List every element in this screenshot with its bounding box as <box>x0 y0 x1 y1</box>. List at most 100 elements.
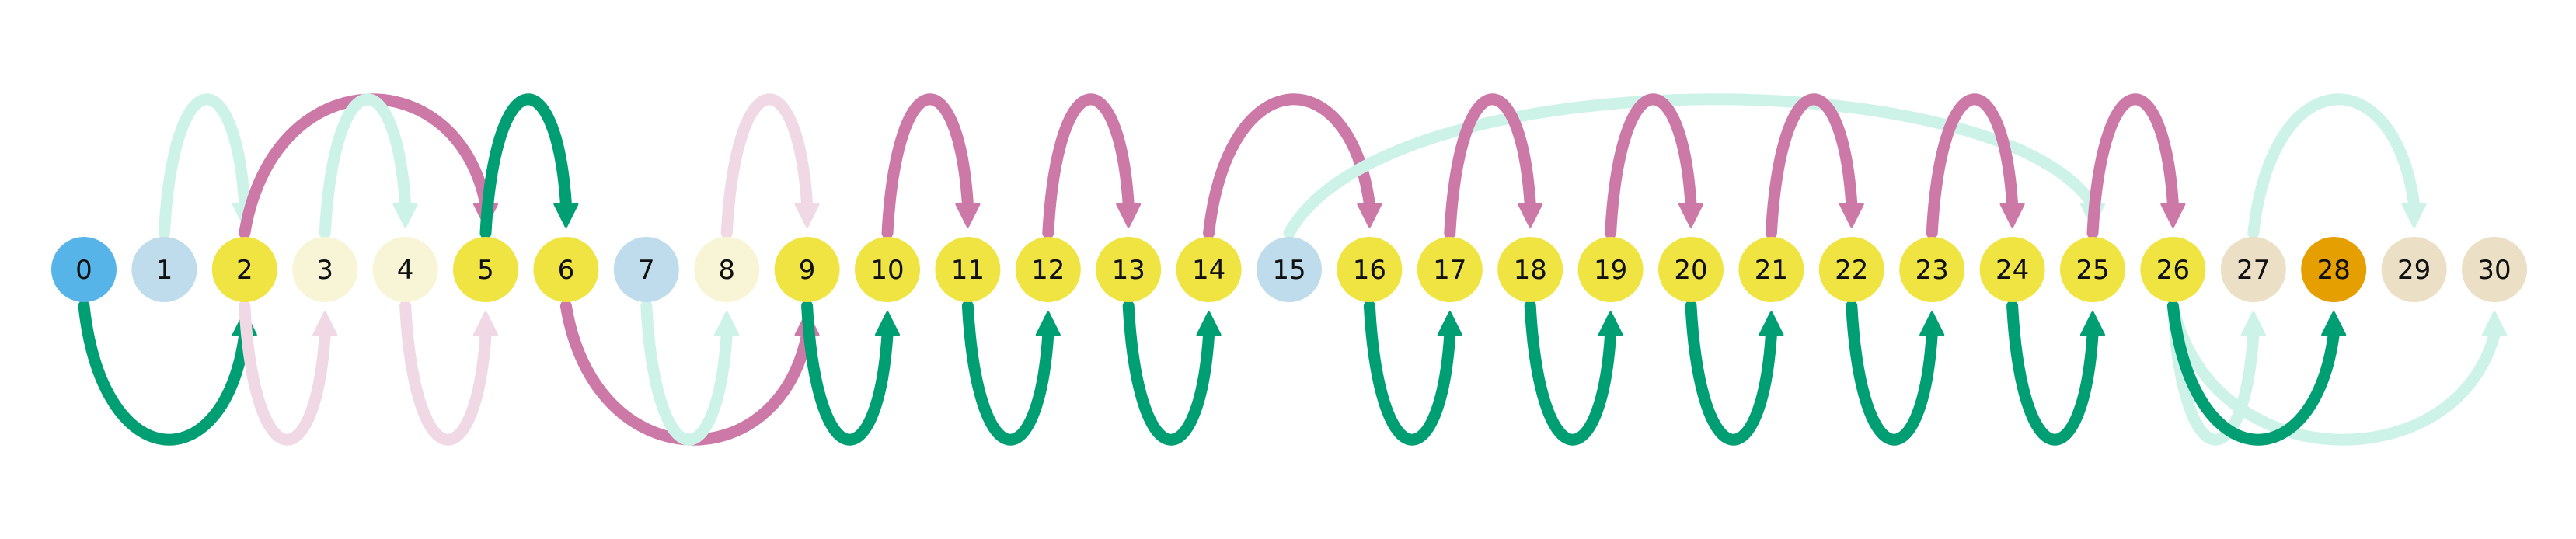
arc-line <box>1846 300 1938 446</box>
node-19: 19 <box>1577 237 1644 302</box>
arc-line <box>239 300 331 446</box>
arc-line <box>720 93 814 239</box>
arrowhead <box>2401 203 2427 228</box>
node-label: 20 <box>1674 255 1707 286</box>
node-label: 10 <box>870 255 904 286</box>
node-label: 16 <box>1353 255 1386 286</box>
node-circle <box>2060 237 2125 302</box>
node-label: 1 <box>156 255 173 286</box>
node-label: 29 <box>2397 255 2431 286</box>
node-circle <box>1979 237 2045 302</box>
node-label: 26 <box>2156 255 2190 286</box>
node-21: 21 <box>1738 237 1804 302</box>
node-circle <box>1096 237 1162 302</box>
arc-12-to-13 <box>1042 93 1142 239</box>
node-circle <box>211 237 277 302</box>
arc-line <box>78 300 251 446</box>
node-label: 27 <box>2236 255 2270 286</box>
arrowhead <box>2080 311 2105 336</box>
arc-20-to-21 <box>1685 300 1784 446</box>
node-label: 2 <box>236 255 253 286</box>
node-circle <box>1899 237 1965 302</box>
arrowhead <box>392 203 418 228</box>
node-circle <box>1015 237 1081 302</box>
arc-11-to-12 <box>961 300 1061 446</box>
arrowhead <box>1759 311 1784 336</box>
arrowhead <box>1678 203 1703 228</box>
node-circle <box>1738 237 1804 302</box>
arrowhead <box>1116 203 1142 228</box>
node-7: 7 <box>613 237 679 302</box>
arrowhead <box>1598 311 1623 336</box>
node-label: 17 <box>1433 255 1466 286</box>
node-label: 8 <box>718 255 735 286</box>
arrowhead <box>794 203 820 228</box>
arc-9-to-10 <box>801 300 900 446</box>
node-0: 0 <box>51 237 117 302</box>
node-circle <box>694 237 760 302</box>
node-label: 3 <box>316 255 333 286</box>
arc-line <box>1926 93 2019 239</box>
arc-line <box>640 300 733 446</box>
node-1: 1 <box>131 237 197 302</box>
arc-5-to-6 <box>479 93 579 239</box>
node-circle <box>292 237 358 302</box>
node-label: 0 <box>75 255 92 286</box>
arc-line <box>1765 93 1858 239</box>
node-2: 2 <box>211 237 277 302</box>
arc-3-to-4 <box>319 93 418 239</box>
arc-line <box>2086 93 2179 239</box>
arrowhead <box>312 311 338 336</box>
node-20: 20 <box>1658 237 1724 302</box>
node-9: 9 <box>774 237 840 302</box>
arc-line <box>961 300 1054 446</box>
node-circle <box>533 237 599 302</box>
node-circle <box>2140 237 2206 302</box>
node-circle <box>1337 237 1403 302</box>
arrowhead <box>714 311 740 336</box>
node-circle <box>1176 237 1242 302</box>
node-label: 19 <box>1594 255 1627 286</box>
arc-line <box>881 93 974 239</box>
arc-line <box>1524 300 1617 446</box>
node-10: 10 <box>855 237 920 302</box>
node-18: 18 <box>1497 237 1563 302</box>
node-16: 16 <box>1337 237 1403 302</box>
node-circle <box>372 237 438 302</box>
node-circle <box>774 237 840 302</box>
node-circle <box>453 237 518 302</box>
node-5: 5 <box>453 237 518 302</box>
node-label: 28 <box>2317 255 2351 286</box>
node-circle <box>51 237 117 302</box>
node-6: 6 <box>533 237 599 302</box>
node-17: 17 <box>1417 237 1483 302</box>
node-circle <box>1257 237 1322 302</box>
node-26: 26 <box>2140 237 2206 302</box>
arc-13-to-14 <box>1122 300 1222 446</box>
arc-26-to-28 <box>2166 300 2347 446</box>
node-label: 9 <box>799 255 816 286</box>
node-8: 8 <box>694 237 760 302</box>
node-label: 18 <box>1514 255 1547 286</box>
arc-line <box>1283 93 2099 239</box>
arrowhead <box>1196 311 1222 336</box>
arc-4-to-5 <box>399 300 498 446</box>
arc-19-to-20 <box>1605 93 1703 239</box>
arc-27-to-29 <box>2247 93 2427 239</box>
arrowhead <box>1035 311 1061 336</box>
arc-line <box>2166 300 2260 446</box>
node-label: 7 <box>638 255 655 286</box>
arc-line <box>2166 300 2340 446</box>
node-circle <box>131 237 197 302</box>
node-label: 23 <box>1915 255 1949 286</box>
arc-25-to-26 <box>2086 93 2186 239</box>
node-label: 24 <box>1996 255 2029 286</box>
arc-line <box>1444 93 1536 239</box>
node-circle <box>1577 237 1644 302</box>
node-label: 12 <box>1031 255 1065 286</box>
node-label: 14 <box>1192 255 1225 286</box>
node-14: 14 <box>1176 237 1242 302</box>
node-12: 12 <box>1015 237 1081 302</box>
arc-line <box>319 93 412 239</box>
